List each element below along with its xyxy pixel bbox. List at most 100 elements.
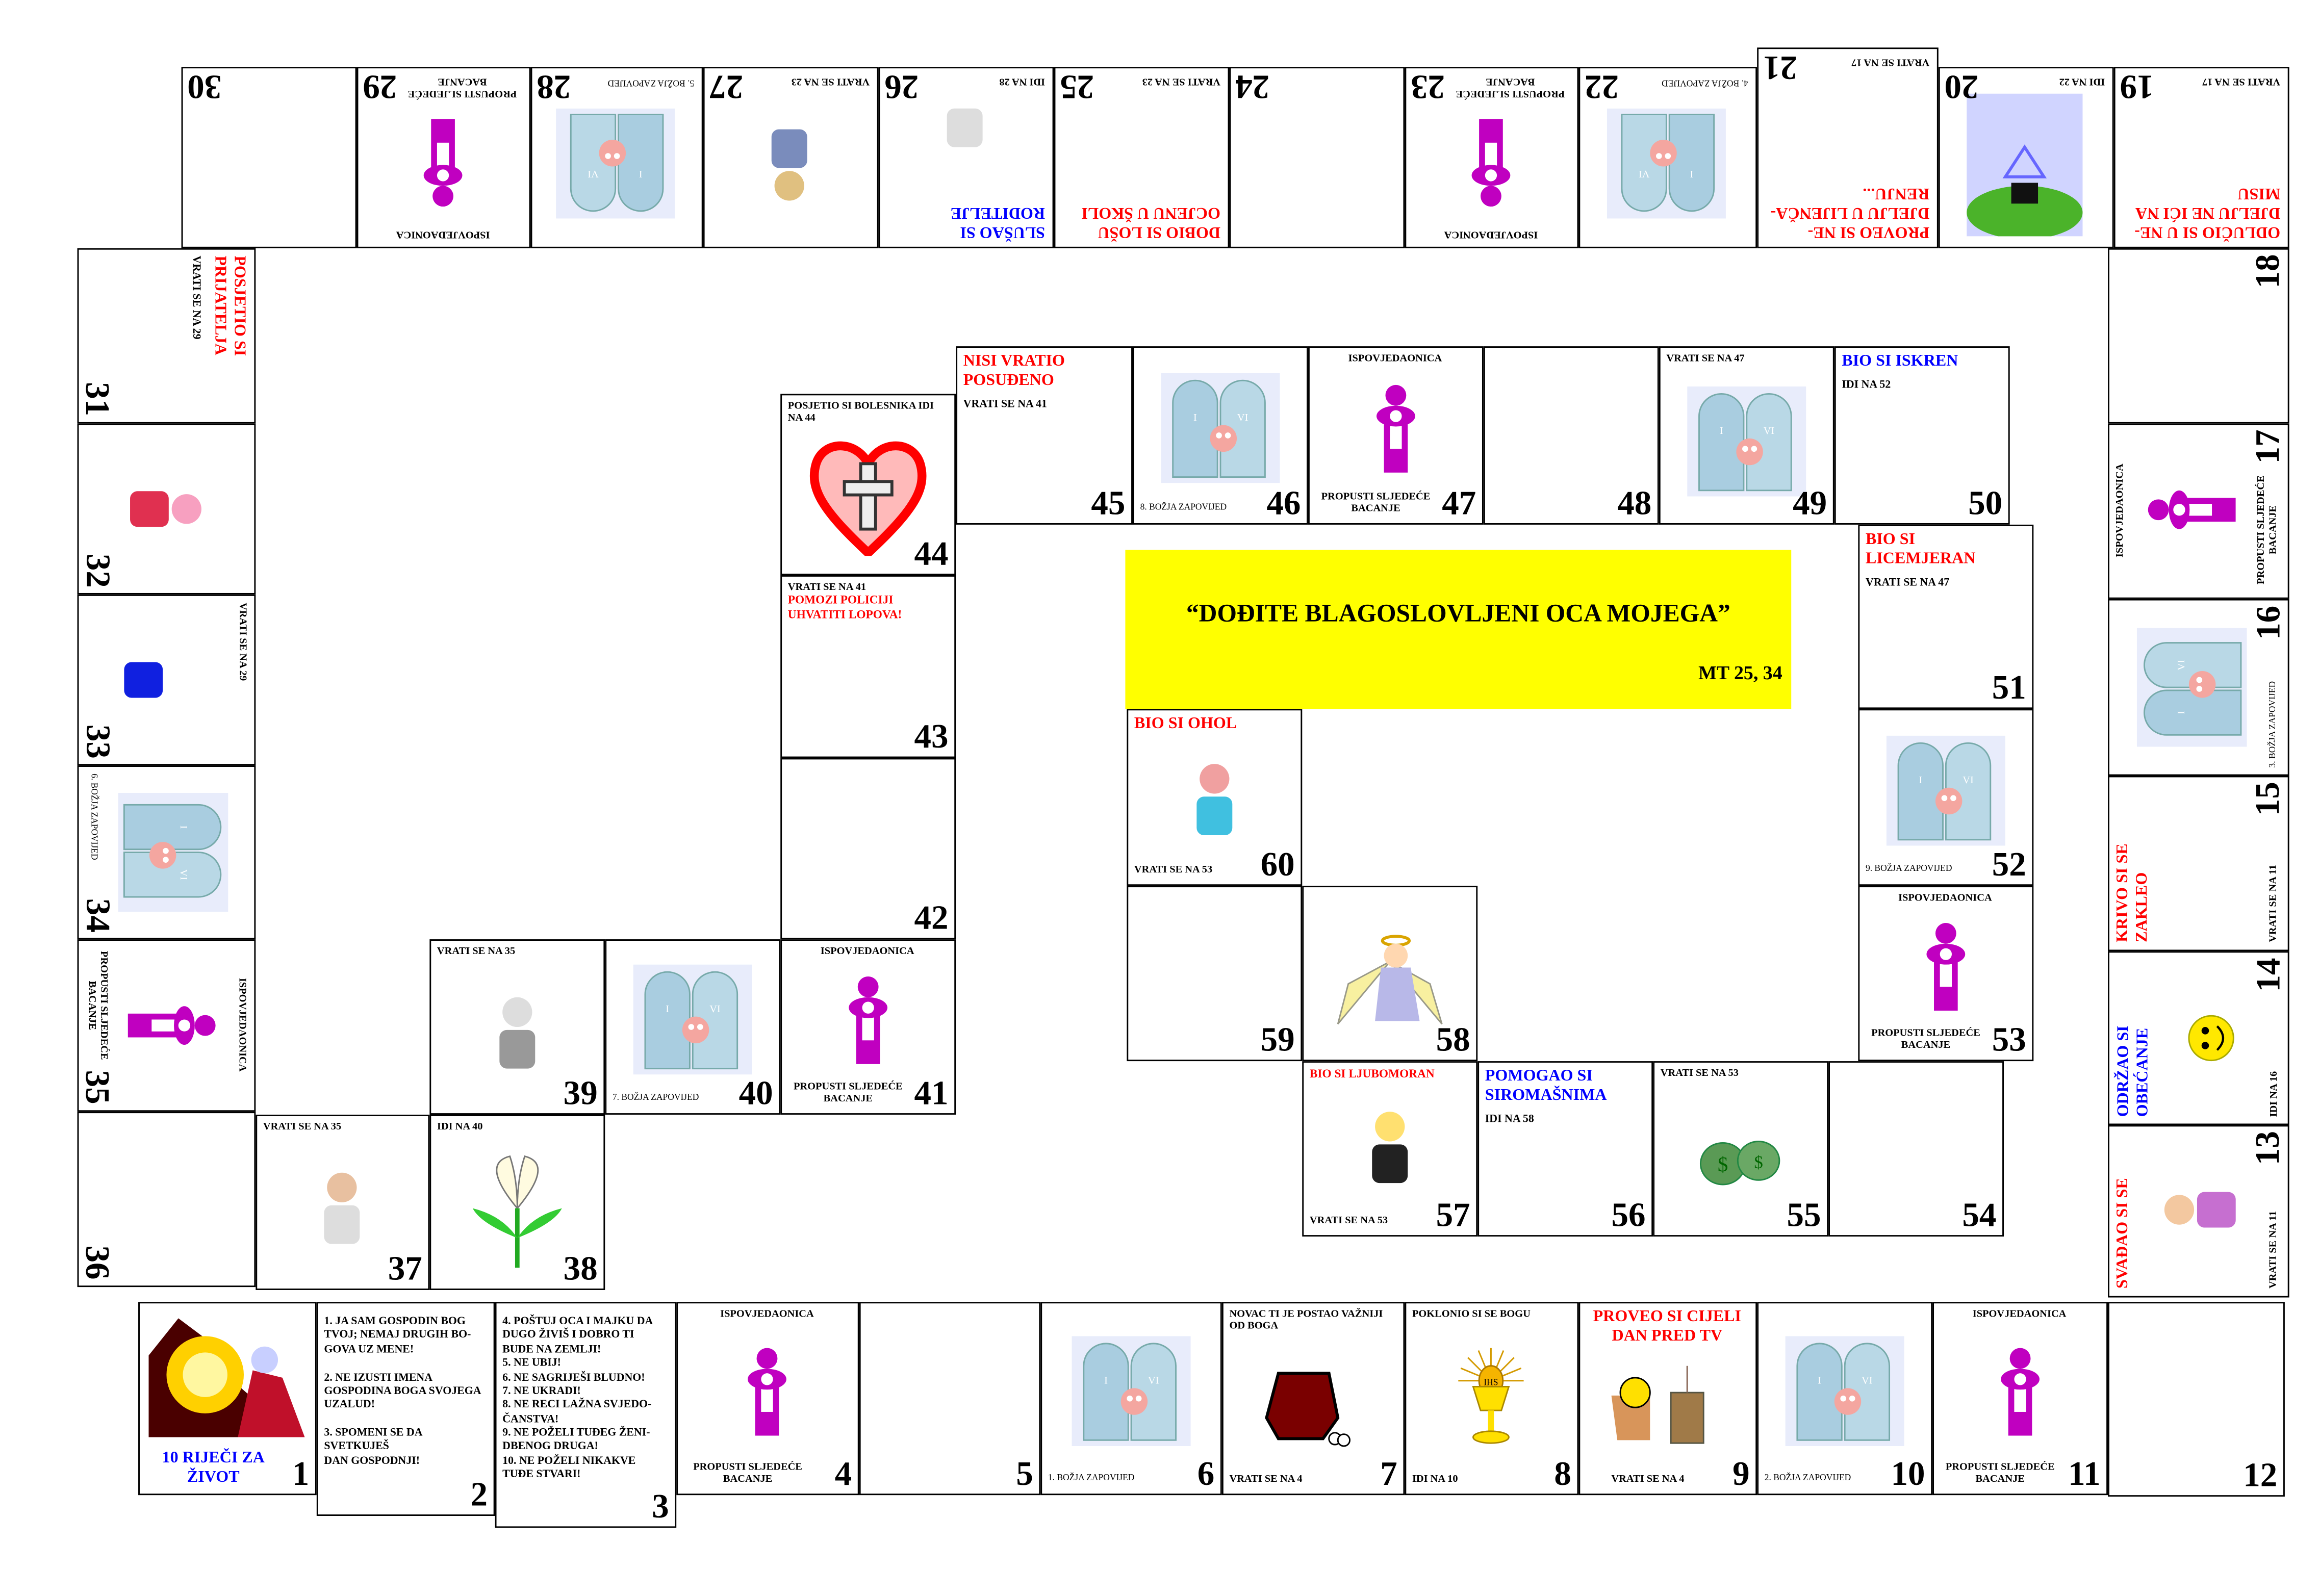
square-caption: 1. BOŽJA ZAPOVIJED: [1048, 1474, 1135, 1484]
square-title: SLUŠAO SI RODITELJE: [950, 203, 1046, 241]
square-number: 17: [2249, 429, 2286, 464]
square-title: BIO SI LICEMJERAN: [1865, 530, 1976, 568]
square-caption: VRATI SE NA 23: [1142, 75, 1220, 88]
square-number: 10: [1891, 1455, 1925, 1492]
board-square-42: 42: [780, 758, 956, 940]
banner-reference: MT 25, 34: [1698, 661, 1782, 684]
purse-icon: [1229, 1332, 1395, 1473]
square-number: 43: [914, 717, 949, 755]
square-title: BIO SI OHOL: [1134, 714, 1237, 733]
square-caption: 3. BOŽJA ZAPOVIJED: [2269, 680, 2278, 767]
square-caption: VRATI SE NA 11: [2266, 1211, 2279, 1289]
square-caption: 8. BOŽJA ZAPOVIJED: [1140, 504, 1227, 513]
square-number: 57: [1436, 1196, 1470, 1234]
square-number: 42: [914, 899, 949, 937]
square-number: 18: [2249, 254, 2286, 289]
square-number: 12: [2243, 1456, 2278, 1494]
svg-text:VI: VI: [709, 1003, 720, 1015]
square-title: SVAĐAO SI SE: [2113, 1178, 2132, 1289]
square-caption: VRATI SE NA 53: [1134, 863, 1213, 876]
svg-text:I: I: [177, 825, 189, 828]
svg-text:VI: VI: [1639, 168, 1650, 179]
board-square-48: 48: [1483, 346, 1659, 525]
square-number: 44: [914, 535, 949, 573]
svg-text:VI: VI: [177, 868, 189, 880]
forest-church-icon: [1946, 88, 2105, 241]
confessional-icon: [110, 947, 236, 1103]
square-caption: VRATI SE NA 11: [2266, 864, 2279, 942]
square-number: 52: [1992, 845, 2026, 883]
square-title: NISI VRATIO POSUĐENO: [963, 352, 1065, 390]
square-caption: PROPUSTI SLJEDEĆE BACANJE: [1871, 1026, 1980, 1051]
square-number: 9: [1732, 1455, 1750, 1492]
board-square-30: 30: [181, 67, 357, 248]
square-number: 5: [1016, 1455, 1033, 1492]
svg-text:I: I: [665, 1003, 669, 1015]
square-text: 4. POŠTUJ OCA I MAJKU DA DUGO ŽIVIŠ I DO…: [502, 1314, 653, 1481]
square-header: VRATI SE NA 53: [1660, 1067, 1739, 1079]
svg-text:I: I: [1918, 774, 1922, 785]
board-square-12: 12: [2108, 1302, 2285, 1497]
square-number: 32: [79, 553, 116, 587]
board-square-3: 4. POŠTUJ OCA I MAJKU DA DUGO ŽIVIŠ I DO…: [495, 1302, 677, 1528]
square-header: VRATI SE NA 41: [787, 581, 867, 593]
square-title: POSJETIO SI PRIJATELJA: [211, 255, 248, 356]
square-caption: IDI NA 22: [2059, 75, 2105, 88]
square-caption: VRATI SE NA 4: [1229, 1473, 1303, 1485]
svg-text:IHS: IHS: [1484, 1376, 1498, 1386]
square-header: POSJETIO SI BOLESNIKA IDI NA 44: [787, 400, 934, 424]
square-number: 30: [187, 68, 222, 106]
board-square-54: 54: [1828, 1061, 2004, 1237]
svg-text:VI: VI: [1236, 412, 1247, 423]
tablets-icon: I VI: [613, 945, 772, 1094]
lily-icon: [437, 1132, 596, 1282]
square-number: 26: [884, 68, 919, 106]
square-header: ISPOVJEDAONICA: [820, 945, 914, 958]
board-square-21: PROVEO SI NE-DJELJU U LIJENČA-RENJU...VR…: [1757, 47, 1939, 248]
svg-text:$: $: [1753, 1152, 1762, 1172]
square-caption: PROPUSTI SLJEDEĆE BACANJE: [1321, 490, 1431, 514]
square-text: VRATI SE NA 41: [963, 397, 1047, 411]
square-caption: PROPUSTI SLJEDEĆE BACANJE: [407, 75, 517, 100]
square-title: DOBIO SI LOŠU OCJENU U ŠKOLI: [1081, 203, 1220, 241]
svg-text:VI: VI: [1962, 774, 1973, 785]
square-number: 20: [1944, 68, 1979, 106]
square-header: ISPOVJEDAONICA: [720, 1307, 814, 1320]
preacher-icon: [263, 1132, 421, 1282]
square-number: 13: [2249, 1131, 2286, 1166]
square-caption: PROPUSTI SLJEDEĆE BACANJE: [86, 950, 110, 1060]
confessional-icon: [364, 100, 522, 229]
square-number: 60: [1260, 845, 1295, 883]
moses-tablets-icon: [146, 1308, 308, 1449]
square-title: 10 RIJEČI ZA ŽIVOT: [162, 1448, 265, 1486]
svg-text:I: I: [1719, 425, 1722, 436]
jealous-boy-icon: [1310, 1082, 1469, 1214]
square-number: 14: [2249, 957, 2286, 992]
square-number: 2: [470, 1476, 488, 1513]
proud-figure-icon: [1134, 734, 1293, 863]
board-square-2: 1. JA SAM GOSPODIN BOG TVOJ; NEMAJ DRUGI…: [316, 1302, 495, 1516]
